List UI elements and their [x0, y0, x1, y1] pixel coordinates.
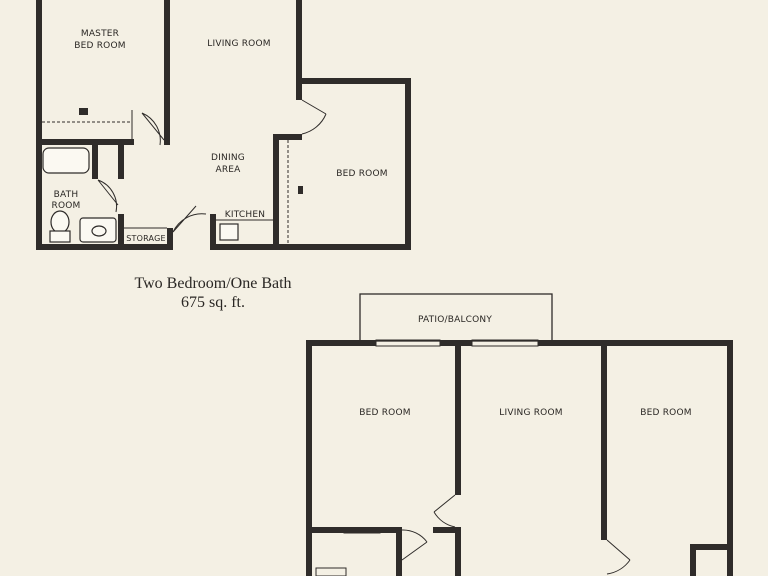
- patio-balcony-label: PATIO/BALCONY: [418, 315, 492, 325]
- bath-room-label-line1: BATH: [54, 190, 79, 200]
- bath-room-label-line2: ROOM: [52, 201, 81, 211]
- plan-a-master-bottom-wall: [36, 139, 134, 145]
- plan-a-bottom-wall-left: [36, 244, 173, 250]
- plan-a-right-wall: [405, 78, 411, 250]
- plan-a-bottom-wall-right: [210, 244, 410, 250]
- plan-b-partition-1: [455, 340, 461, 495]
- toilet-tank-icon: [49, 230, 71, 243]
- plan-a-master-door-swing: [141, 112, 165, 146]
- storage-label: STORAGE: [126, 234, 165, 243]
- plan-b-hall-wall: [433, 527, 461, 533]
- master-bedroom-label-line2: BED ROOM: [74, 41, 125, 51]
- plan-b-top-wall-1: [306, 340, 376, 346]
- plan-a-living-right-wall: [296, 0, 302, 100]
- plan-b-closet-door-swing: [401, 529, 428, 561]
- plan-b-living-door-swing: [433, 494, 456, 528]
- plan-a-kitchen-left-stub: [210, 214, 216, 250]
- plan-b-right-closet-wall: [690, 544, 727, 550]
- floor-plan-second: PATIO/BALCONY BED ROOM LIVING ROOM BED R…: [306, 293, 733, 576]
- plan-a-bedroom-fixture: [298, 186, 303, 194]
- living-room-label-b: LIVING ROOM: [499, 408, 562, 418]
- plan-a-bath-wall-2: [118, 139, 124, 179]
- plan-caption-title: Two Bedroom/One Bath: [134, 275, 291, 292]
- kitchen-label: KITCHEN: [225, 210, 265, 220]
- plan-a-storage-wall: [118, 214, 124, 244]
- plan-b-left-wall: [306, 340, 312, 576]
- plan-b-left-closet-side: [396, 527, 402, 576]
- plan-a-bath-wall-1: [92, 139, 98, 179]
- sink-basin-icon: [91, 225, 107, 237]
- toilet-icon: [50, 210, 70, 234]
- living-room-label: LIVING ROOM: [207, 39, 270, 49]
- bedroom-label: BED ROOM: [336, 169, 387, 179]
- plan-a-entry-door-swing: [172, 205, 207, 233]
- plan-a-master-right-wall: [164, 0, 170, 145]
- plan-b-right-wall: [727, 340, 733, 576]
- plan-b-left-sliding-closet: [343, 529, 381, 534]
- bedroom-left-label: BED ROOM: [359, 408, 410, 418]
- plan-a-kitchen-right-wall: [273, 134, 279, 244]
- plan-a-bedroom-door-swing: [301, 99, 327, 135]
- plan-a-master-fixture: [79, 108, 88, 115]
- bathtub-icon: [42, 147, 90, 174]
- dining-area-label-line1: DINING: [211, 153, 245, 163]
- plan-b-hall-side: [455, 527, 461, 576]
- plan-a-left-wall: [36, 0, 42, 250]
- plan-b-fixture-right: [690, 566, 696, 574]
- master-bedroom-label-line1: MASTER: [81, 29, 119, 39]
- bedroom-right-label: BED ROOM: [640, 408, 691, 418]
- plan-b-top-wall-3: [538, 340, 733, 346]
- plan-b-right-door-swing: [606, 539, 631, 575]
- plan-b-right-closet-side: [690, 544, 696, 576]
- plan-b-partition-2: [601, 340, 607, 540]
- plan-caption-area: 675 sq. ft.: [181, 294, 245, 311]
- dining-area-label-line2: AREA: [215, 165, 241, 175]
- plan-b-fixture-bottom: [315, 567, 347, 576]
- kitchen-sink-icon: [219, 223, 239, 241]
- plan-a-kitchen-top-wall: [273, 134, 302, 140]
- floor-plan-two-bedroom: MASTER BED ROOM LIVING ROOM DINING AREA …: [36, 0, 411, 311]
- plan-a-bedroom-top-wall: [302, 78, 411, 84]
- plan-a-bottom-step: [167, 228, 173, 250]
- plan-a-bath-door-swing: [97, 179, 119, 213]
